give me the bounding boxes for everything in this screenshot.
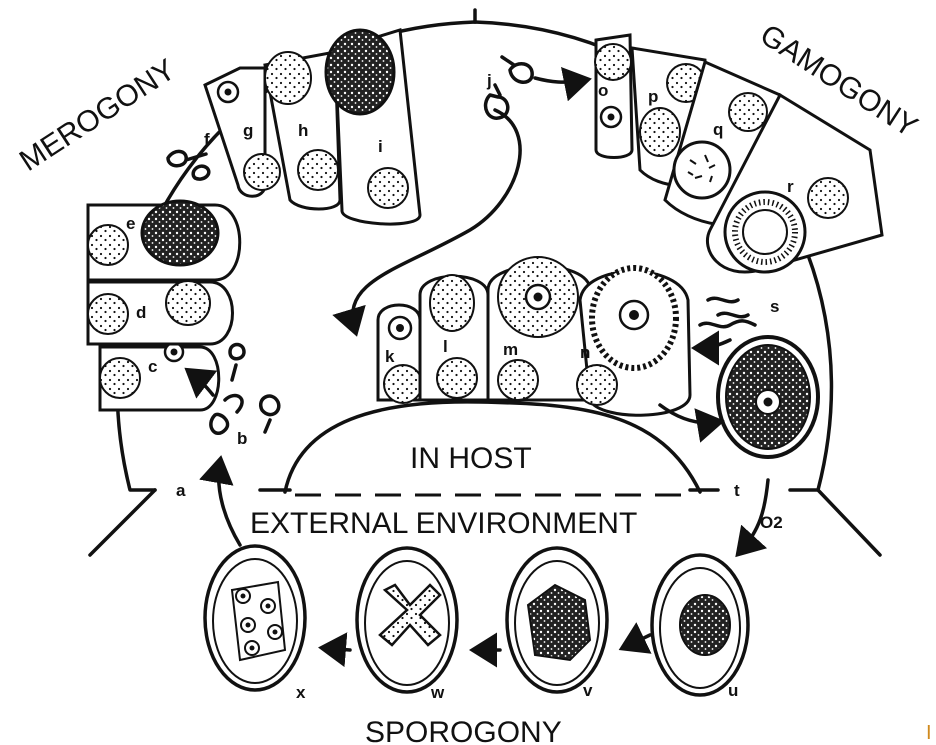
- letter-b: b: [237, 429, 247, 448]
- label-in-host: IN HOST: [410, 442, 532, 475]
- letter-x: x: [296, 683, 306, 702]
- letter-d: d: [136, 303, 146, 322]
- letter-o: o: [598, 81, 608, 100]
- letter-j: j: [486, 71, 492, 90]
- letter-e: e: [126, 214, 135, 233]
- title-merogony: MEROGONY: [14, 53, 182, 178]
- letter-m: m: [503, 340, 518, 359]
- central-cells: [378, 257, 690, 415]
- corner-mark: I: [926, 722, 932, 745]
- letter-t: t: [734, 481, 740, 500]
- title-sporogony: SPOROGONY: [365, 716, 562, 745]
- letter-f: f: [204, 130, 210, 149]
- oocysts: [205, 546, 748, 695]
- label-external-environment: EXTERNAL ENVIRONMENT: [250, 507, 637, 540]
- letter-s: s: [770, 297, 779, 316]
- letter-g: g: [243, 121, 253, 140]
- label-oxygen: O2: [760, 513, 783, 532]
- letter-k: k: [385, 347, 395, 366]
- letter-a: a: [176, 481, 186, 500]
- letter-c: c: [148, 357, 157, 376]
- letter-n: n: [580, 343, 590, 362]
- letter-u: u: [728, 681, 738, 700]
- letter-q: q: [713, 120, 723, 139]
- letter-w: w: [430, 683, 445, 702]
- letter-v: v: [583, 681, 593, 700]
- letter-l: l: [443, 337, 448, 356]
- letter-r: r: [787, 177, 794, 196]
- letter-i: i: [378, 137, 383, 156]
- letter-p: p: [648, 87, 658, 106]
- zygote-t: [718, 337, 818, 457]
- letter-h: h: [298, 121, 308, 140]
